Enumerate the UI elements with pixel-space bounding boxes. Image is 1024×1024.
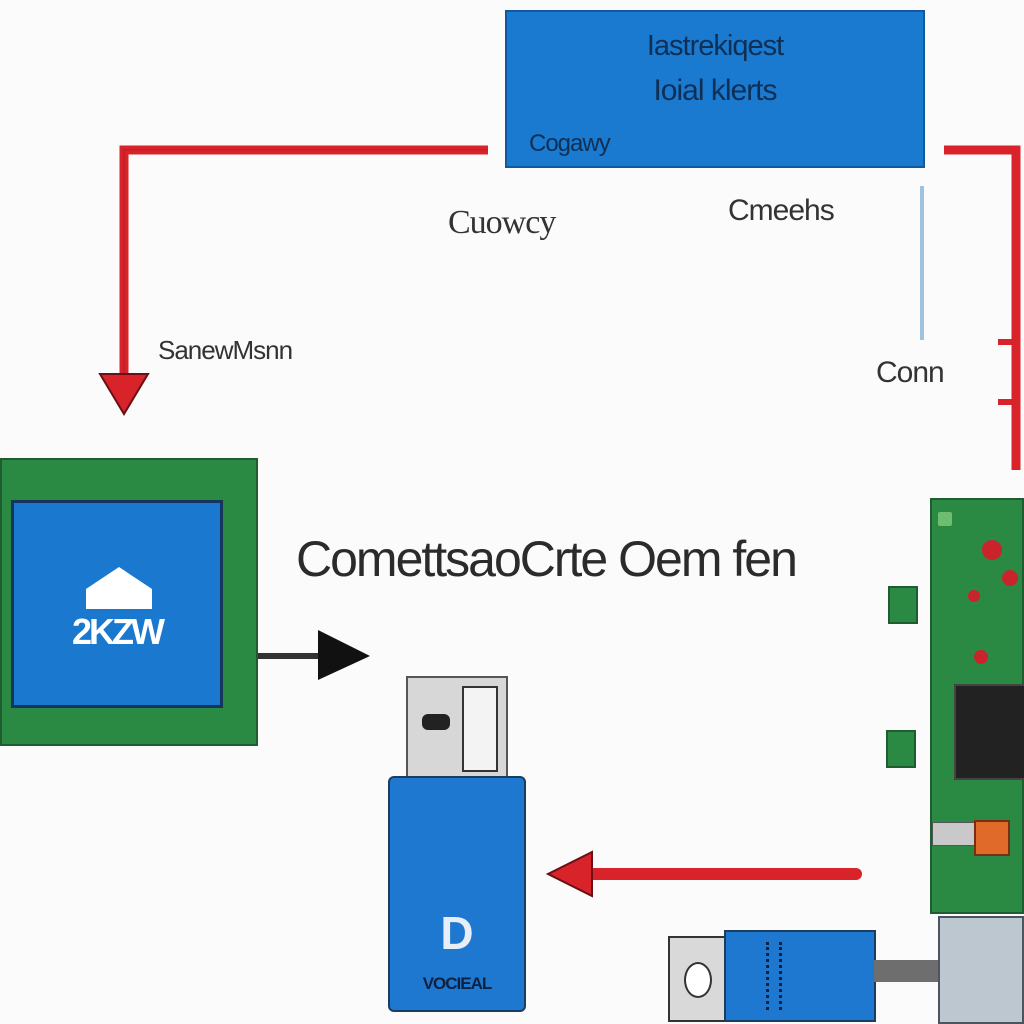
usb-drive-brand: VOCIEAL	[422, 974, 493, 993]
cable-plug-oval	[684, 962, 712, 998]
label-exchange: Cuowcy	[448, 204, 556, 241]
arrow-right-icon	[318, 630, 370, 680]
gray-enclosure	[938, 916, 1024, 1024]
cable-mark	[766, 942, 782, 1010]
board-component	[982, 540, 1002, 560]
usb-port-hole	[422, 714, 450, 730]
board-led	[938, 512, 952, 526]
board-orange-part	[974, 820, 1010, 856]
top-box-line-3: Cogawy	[529, 130, 611, 157]
board-component	[974, 650, 988, 664]
cable-wire	[874, 960, 944, 982]
cable-body	[724, 930, 876, 1022]
board-component	[968, 590, 980, 602]
label-scan: SanewMsnn	[158, 335, 293, 365]
red-connector-left-outline	[123, 149, 488, 388]
arrow-down-icon	[98, 373, 150, 416]
diagram-title: ComettsaoCrte Oem fen	[296, 531, 798, 587]
green-module-small	[886, 730, 916, 768]
green-module-small	[888, 586, 918, 624]
usb-plug-side	[462, 686, 498, 772]
device-code: 2KZW	[72, 611, 165, 652]
circuit-board	[930, 498, 1024, 914]
label-comms: Cmeehs	[728, 194, 835, 227]
label-conn: Conn	[876, 356, 945, 389]
red-connector-left	[119, 145, 488, 388]
usb-drive-letter: D	[440, 907, 474, 959]
board-component	[1002, 570, 1018, 586]
board-chip	[954, 684, 1024, 780]
board-connector	[932, 822, 976, 846]
device-screen: 2KZW	[11, 500, 223, 708]
top-box-line-1: Iastrekiqest	[646, 30, 784, 62]
cable-plug	[668, 936, 726, 1022]
device-panel: 2KZW	[0, 458, 258, 746]
red-connector-right	[944, 145, 1021, 470]
top-box-line-2: Ioial klerts	[653, 74, 777, 107]
red-bracket-right	[998, 339, 1014, 405]
top-info-box: Iastrekiqest Ioial klerts Cogawy	[505, 10, 925, 168]
usb-plug	[406, 676, 508, 778]
home-icon	[86, 567, 152, 609]
arrow-left-icon	[545, 850, 593, 898]
usb-drive: D VOCIEAL	[388, 776, 526, 1012]
